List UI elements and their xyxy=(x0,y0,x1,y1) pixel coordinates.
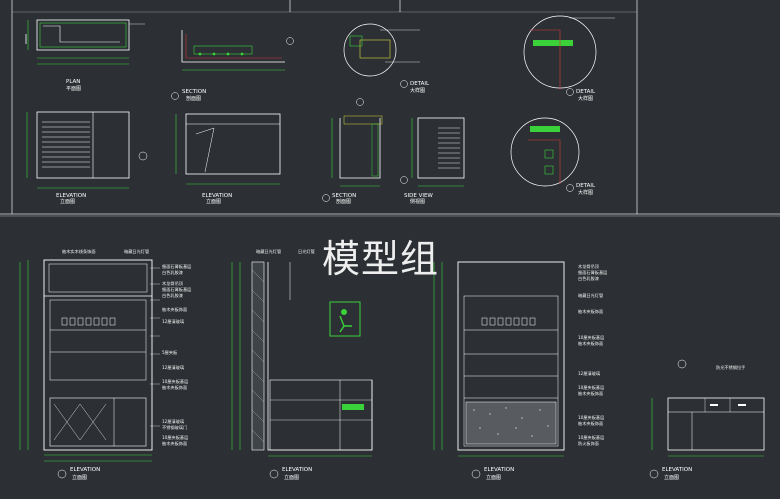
detail3-title: DETAIL xyxy=(576,183,596,189)
note: 柚木夹板饰面 xyxy=(162,385,188,390)
note: 暗藏日光灯管 xyxy=(578,293,604,298)
note: 10厘夹板基层 xyxy=(578,335,605,340)
elevation-c xyxy=(19,259,160,462)
section-2 xyxy=(331,98,383,187)
elev-d-title: ELEVATION xyxy=(484,467,515,473)
detail1-title: DETAIL xyxy=(410,81,430,87)
note: 10厘夹板基层 xyxy=(578,435,605,440)
note: 12厘清玻璃 xyxy=(578,371,601,376)
note: 暗藏日光灯管 xyxy=(124,249,150,254)
title-markers xyxy=(57,80,659,479)
sheet-borders xyxy=(0,0,780,217)
note: 柚木夹板饰面 xyxy=(162,307,188,312)
note: 木龙骨吊顶 xyxy=(578,264,599,269)
note: 10厘夹板基层 xyxy=(162,379,189,384)
elev-c-subtitle: 立面图 xyxy=(72,475,88,481)
note: 防光不锈钢拉手 xyxy=(716,365,746,370)
section2-subtitle: 剖面图 xyxy=(336,199,352,205)
note: 暗藏日光灯管 xyxy=(256,249,282,254)
note: 柚木夹板饰面 xyxy=(578,341,604,346)
elevation-1 xyxy=(26,111,148,189)
detail-2 xyxy=(523,15,615,90)
note: 12厘清玻璃 xyxy=(162,319,185,324)
note: 白色乳胶漆 xyxy=(162,293,183,298)
side-view xyxy=(411,117,465,187)
detail1-subtitle: 大样图 xyxy=(410,88,426,94)
note: 柚木夹板饰面 xyxy=(578,309,604,314)
note: 10厘夹板基层 xyxy=(578,415,605,420)
side-view-subtitle: 侧视图 xyxy=(410,199,426,205)
elevation-2 xyxy=(175,113,281,185)
note: 柚木夹板饰面 xyxy=(578,391,604,396)
elevation-b xyxy=(651,359,765,457)
elev-c-title: ELEVATION xyxy=(70,467,101,473)
section-view xyxy=(181,30,294,71)
note: 白色乳胶漆 xyxy=(162,270,183,275)
plan-subtitle: 平面图 xyxy=(66,86,82,92)
plan-title: PLAN xyxy=(66,79,81,85)
detail2-title: DETAIL xyxy=(576,89,596,95)
elev-a-subtitle: 立面图 xyxy=(284,475,300,481)
note: 柚木夹板饰面 xyxy=(578,421,604,426)
elevation-a xyxy=(231,261,373,457)
detail2-subtitle: 大样图 xyxy=(578,96,594,102)
note: 12厘清玻璃 xyxy=(162,419,185,424)
elevation-d xyxy=(433,261,565,457)
side-view-title: SIDE VIEW xyxy=(404,193,433,199)
note: 10厘夹板基层 xyxy=(578,385,605,390)
note: 细面石膏板基层 xyxy=(162,264,192,269)
detail-1 xyxy=(343,23,420,77)
elev1-title: ELEVATION xyxy=(56,193,87,199)
note: 10厘夹板基层 xyxy=(162,435,189,440)
section-title: SECTION xyxy=(182,89,207,95)
note: 12厘清玻璃 xyxy=(162,365,185,370)
detail-3 xyxy=(510,117,580,187)
section2-title: SECTION xyxy=(332,193,357,199)
note: 不锈钢玻璃门 xyxy=(162,425,188,430)
plan-view xyxy=(25,19,145,65)
section-subtitle: 剖面图 xyxy=(186,96,202,102)
note: 柚木实木线条饰面 xyxy=(62,249,96,254)
note: 防火板饰面 xyxy=(578,441,599,446)
note: 5厘夹板 xyxy=(162,350,178,355)
elev-d-subtitle: 立面图 xyxy=(486,475,502,481)
elev2-title: ELEVATION xyxy=(202,193,233,199)
elev-b-title: ELEVATION xyxy=(662,467,693,473)
watermark: 模型组 xyxy=(322,237,440,281)
note: 细面石膏板基层 xyxy=(162,287,192,292)
elev-b-subtitle: 立面图 xyxy=(664,475,680,481)
note: 木龙骨吊顶 xyxy=(162,281,183,286)
elev-a-title: ELEVATION xyxy=(282,467,313,473)
note: 柚木夹板饰面 xyxy=(162,441,188,446)
note: 日光灯管 xyxy=(298,249,315,254)
note: 白色乳胶漆 xyxy=(578,276,599,281)
elev1-subtitle: 立面图 xyxy=(60,199,76,205)
note: 细面石膏板基层 xyxy=(578,270,608,275)
detail3-subtitle: 大样图 xyxy=(578,190,594,196)
elev2-subtitle: 立面图 xyxy=(206,199,222,205)
